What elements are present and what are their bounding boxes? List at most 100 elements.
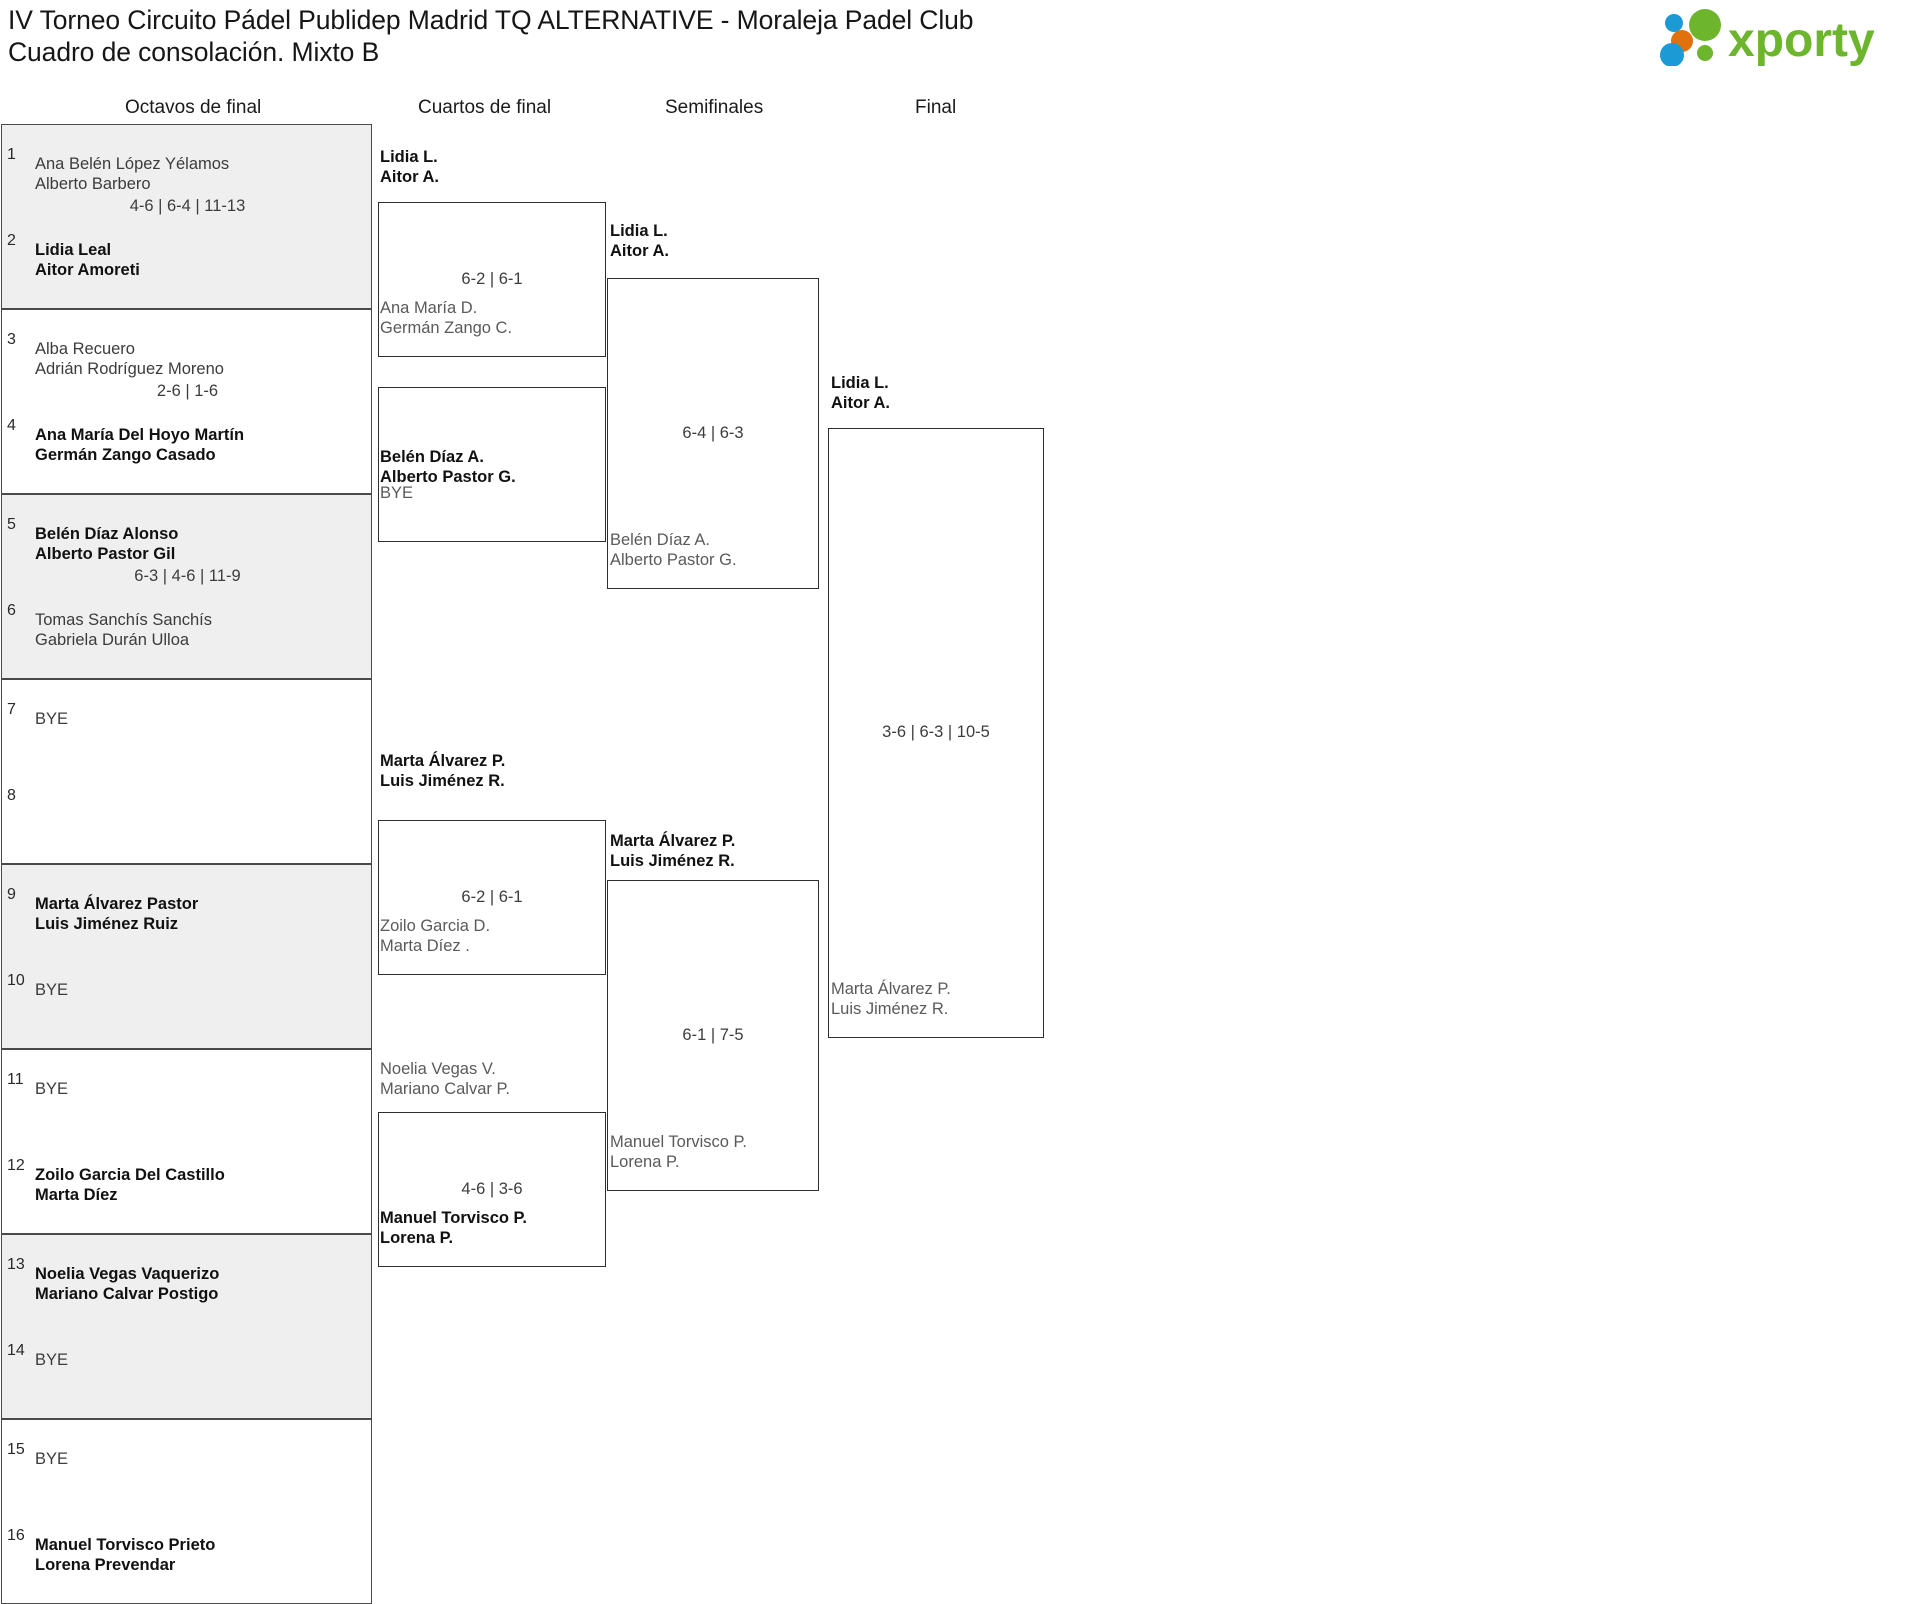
round2-match-2-bottom-player-1: BYE <box>380 484 414 502</box>
round-header-octavos: Octavos de final <box>125 97 262 118</box>
seed-number-5: 5 <box>7 516 16 533</box>
round2-match-4-bottom[interactable]: Manuel Torvisco P.Lorena P. <box>380 1209 527 1248</box>
round1-match-2-top-player-2: Adrián Rodríguez Moreno <box>35 359 224 378</box>
round2-match-1-top[interactable]: Lidia L.Aitor A. <box>380 148 439 187</box>
round1-match-6-bottom-player-1: Zoilo Garcia Del Castillo <box>35 1166 225 1184</box>
round1-match-5-top-player-1: Marta Álvarez Pastor <box>35 895 199 913</box>
round1-match-4-bottom-player-1 <box>35 796 365 816</box>
round2-match-2-bottom[interactable]: BYE <box>380 484 413 504</box>
title-line-2: Cuadro de consolación. Mixto B <box>8 37 380 67</box>
round2-match-4-top-player-2: Mariano Calvar P. <box>380 1079 510 1098</box>
title-line-1: IV Torneo Circuito Pádel Publidep Madrid… <box>8 5 974 35</box>
round1-match-4-bottom[interactable] <box>35 796 365 816</box>
round2-match-3-bottom-player-1: Zoilo Garcia D. <box>380 917 491 935</box>
round1-match-3-bottom-player-2: Gabriela Durán Ulloa <box>35 630 190 649</box>
seed-number-15: 15 <box>7 1441 25 1458</box>
round1-match-3-top-player-1: Belén Díaz Alonso <box>35 525 179 543</box>
round2-match-2-top-player-2: Alberto Pastor G. <box>380 467 516 486</box>
round1-match-4-top[interactable]: BYE <box>35 710 365 730</box>
round2-match-4-bottom-player-2: Lorena P. <box>380 1228 454 1247</box>
seed-number-11: 11 <box>7 1071 24 1088</box>
round4-match-1-score: 3-6 | 6-3 | 10-5 <box>882 723 990 741</box>
round3-match-1-top[interactable]: Lidia L.Aitor A. <box>610 222 669 261</box>
round-header-cuartos: Cuartos de final <box>418 97 552 118</box>
round3-match-1[interactable]: 6-4 | 6-3 <box>607 278 819 589</box>
round2-match-1-bottom[interactable]: Ana María D.Germán Zango C. <box>380 299 512 338</box>
round3-match-2-top-player-1: Marta Álvarez P. <box>610 832 736 850</box>
round2-match-4-top-player-1: Noelia Vegas V. <box>380 1060 496 1078</box>
round1-match-8-bottom-player-1: Manuel Torvisco Prieto <box>35 1536 216 1554</box>
round2-match-3-top-player-2: Luis Jiménez R. <box>380 771 505 790</box>
round2-match-4-top[interactable]: Noelia Vegas V.Mariano Calvar P. <box>380 1060 510 1099</box>
round2-match-3[interactable]: 6-2 | 6-1 <box>378 820 606 975</box>
round2-match-1-bottom-player-1: Ana María D. <box>380 299 478 317</box>
round2-match-1[interactable]: 6-2 | 6-1 <box>378 202 606 357</box>
round-header-final: Final <box>915 97 957 118</box>
round1-match-1-top-player-2: Alberto Barbero <box>35 174 151 193</box>
round4-match-1-top[interactable]: Lidia L.Aitor A. <box>831 374 890 413</box>
round1-match-2-bottom-player-1: Ana María Del Hoyo Martín <box>35 426 245 444</box>
seed-number-2: 2 <box>7 232 16 249</box>
round2-match-3-bottom-player-2: Marta Díez . <box>380 936 470 955</box>
round3-match-2[interactable]: 6-1 | 7-5 <box>607 880 819 1191</box>
round3-match-1-top-player-1: Lidia L. <box>610 222 668 240</box>
round4-match-1-bottom[interactable]: Marta Álvarez P.Luis Jiménez R. <box>831 980 951 1019</box>
round2-match-1-top-player-2: Aitor A. <box>380 167 439 186</box>
round1-match-1-top-player-1: Ana Belén López Yélamos <box>35 155 230 173</box>
seed-number-8: 8 <box>7 787 16 804</box>
round2-match-2-top[interactable]: Belén Díaz A.Alberto Pastor G. <box>380 448 516 487</box>
round1-match-7-bottom[interactable]: BYE <box>35 1351 365 1371</box>
round3-match-2-top[interactable]: Marta Álvarez P.Luis Jiménez R. <box>610 832 735 871</box>
xporty-logo[interactable]: xporty <box>1652 8 1902 66</box>
round1-match-3-bottom-player-1: Tomas Sanchís Sanchís <box>35 611 213 629</box>
round3-match-2-bottom[interactable]: Manuel Torvisco P.Lorena P. <box>610 1133 747 1172</box>
round3-match-1-bottom-player-1: Belén Díaz A. <box>610 531 710 549</box>
round1-match-1-bottom-player-1: Lidia Leal <box>35 241 112 259</box>
seed-number-4: 4 <box>7 417 16 434</box>
round1-match-5-top-player-2: Luis Jiménez Ruiz <box>35 914 179 933</box>
round1-match-2-bottom-player-2: Germán Zango Casado <box>35 445 216 464</box>
round2-match-1-score: 6-2 | 6-1 <box>461 269 523 288</box>
round2-match-4[interactable]: 4-6 | 3-6 <box>378 1112 606 1267</box>
round-header-semifinales: Semifinales <box>665 97 764 118</box>
seed-number-1: 1 <box>7 146 16 163</box>
round1-match-7-bottom-player-1: BYE <box>35 1351 69 1369</box>
round2-match-3-bottom[interactable]: Zoilo Garcia D.Marta Díez . <box>380 917 490 956</box>
seed-number-3: 3 <box>7 331 16 348</box>
round3-match-1-score: 6-4 | 6-3 <box>682 423 744 442</box>
round3-match-1-bottom[interactable]: Belén Díaz A.Alberto Pastor G. <box>610 531 737 570</box>
seed-number-13: 13 <box>7 1256 25 1273</box>
round3-match-2-top-player-2: Luis Jiménez R. <box>610 851 735 870</box>
round4-match-1[interactable]: 3-6 | 6-3 | 10-5 <box>828 428 1044 1038</box>
round1-match-5-bottom[interactable]: BYE <box>35 981 365 1001</box>
round4-match-1-bottom-player-2: Luis Jiménez R. <box>831 999 949 1018</box>
round2-match-3-top[interactable]: Marta Álvarez P.Luis Jiménez R. <box>380 752 505 791</box>
round2-match-2[interactable] <box>378 387 606 542</box>
round1-match-3-top-player-2: Alberto Pastor Gil <box>35 544 176 563</box>
round1-match-8-top[interactable]: BYE <box>35 1450 365 1470</box>
round1-match-6-top[interactable]: BYE <box>35 1080 365 1100</box>
seed-number-10: 10 <box>7 972 25 989</box>
round1-match-6-bottom-player-2: Marta Díez <box>35 1185 118 1204</box>
round2-match-4-bottom-player-1: Manuel Torvisco P. <box>380 1209 528 1227</box>
round2-match-3-top-player-1: Marta Álvarez P. <box>380 752 506 770</box>
round3-match-2-bottom-player-1: Manuel Torvisco P. <box>610 1133 747 1151</box>
